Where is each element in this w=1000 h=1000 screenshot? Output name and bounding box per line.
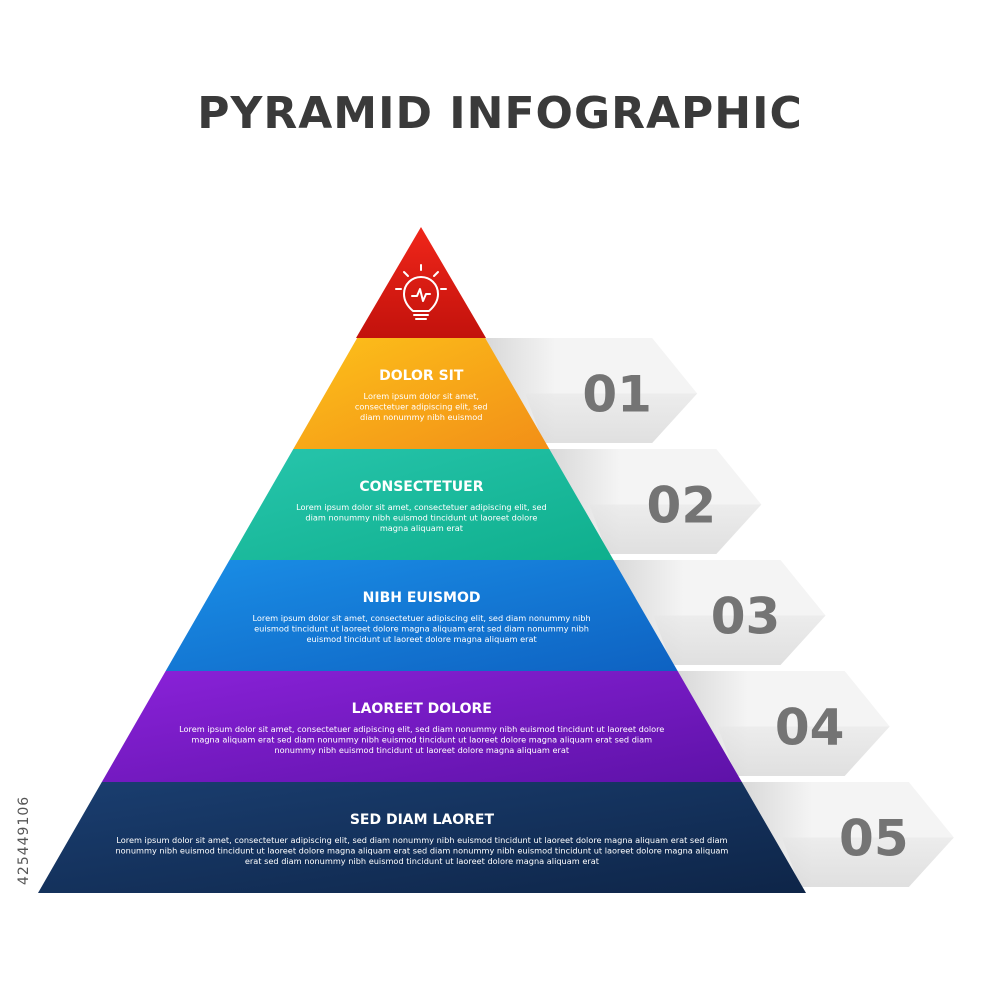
level-body-line: diam nonummy nibh euismod tincidunt ut l…	[305, 513, 537, 523]
page-title: PYRAMID INFOGRAPHIC	[197, 88, 802, 139]
number-tab-shade	[717, 726, 890, 776]
level-title: LAOREET DOLORE	[352, 701, 492, 717]
level-body-line: Lorem ipsum dolor sit amet,	[364, 391, 479, 401]
level-body-line: nonummy nibh euismod tincidunt ut laoree…	[274, 745, 569, 755]
level-title: NIBH EUISMOD	[363, 590, 481, 606]
level-title: SED DIAM LAORET	[350, 812, 495, 828]
level-body-line: Lorem ipsum dolor sit amet, consectetuer…	[116, 835, 727, 845]
level-body-line: magna aliquam erat	[380, 523, 464, 533]
lightbulb-icon	[395, 264, 447, 320]
pyramid-level-03	[165, 560, 678, 671]
level-body-line: Lorem ipsum dolor sit amet, consectetuer…	[296, 502, 547, 512]
pyramid-level-01	[293, 338, 550, 449]
level-body-line: erat sed diam nonummy nibh euismod tinci…	[245, 856, 600, 866]
pyramid-level-04	[101, 671, 742, 782]
number-tab-shade	[589, 504, 762, 554]
number-tab-shade	[781, 837, 954, 887]
number-tabs: 01 02 03 04 05	[479, 338, 954, 887]
level-body-line: nonummy nibh euismod tincidunt ut laoree…	[115, 846, 728, 856]
level-body-line: Lorem ipsum dolor sit amet, consectetuer…	[179, 724, 664, 734]
side-id: 425449106	[16, 796, 32, 885]
level-number: 01	[582, 366, 652, 424]
level-body-line: euismod tincidunt ut laoreet dolore magn…	[254, 624, 589, 634]
level-number: 02	[647, 477, 717, 535]
level-body-line: euismod tincidunt ut laoreet dolore magn…	[306, 634, 537, 644]
level-title: CONSECTETUER	[359, 479, 483, 495]
level-body-line: diam nonummy nibh euismod	[360, 412, 482, 422]
number-tab-shade	[525, 393, 698, 443]
pyramid-apex	[356, 227, 486, 338]
level-body-line: consectetuer adipiscing elit, sed	[355, 402, 488, 412]
pyramid	[38, 227, 806, 893]
level-body-line: Lorem ipsum dolor sit amet, consectetuer…	[253, 613, 591, 623]
pyramid-level-05	[38, 782, 806, 893]
level-number: 04	[775, 699, 845, 757]
level-body-line: magna aliquam erat sed diam nonummy nibh…	[191, 735, 652, 745]
level-number: 05	[839, 810, 909, 868]
pyramid-level-02	[229, 449, 614, 560]
number-tab-shade	[653, 615, 826, 665]
level-title: DOLOR SIT	[379, 368, 464, 384]
level-number: 03	[711, 588, 781, 646]
